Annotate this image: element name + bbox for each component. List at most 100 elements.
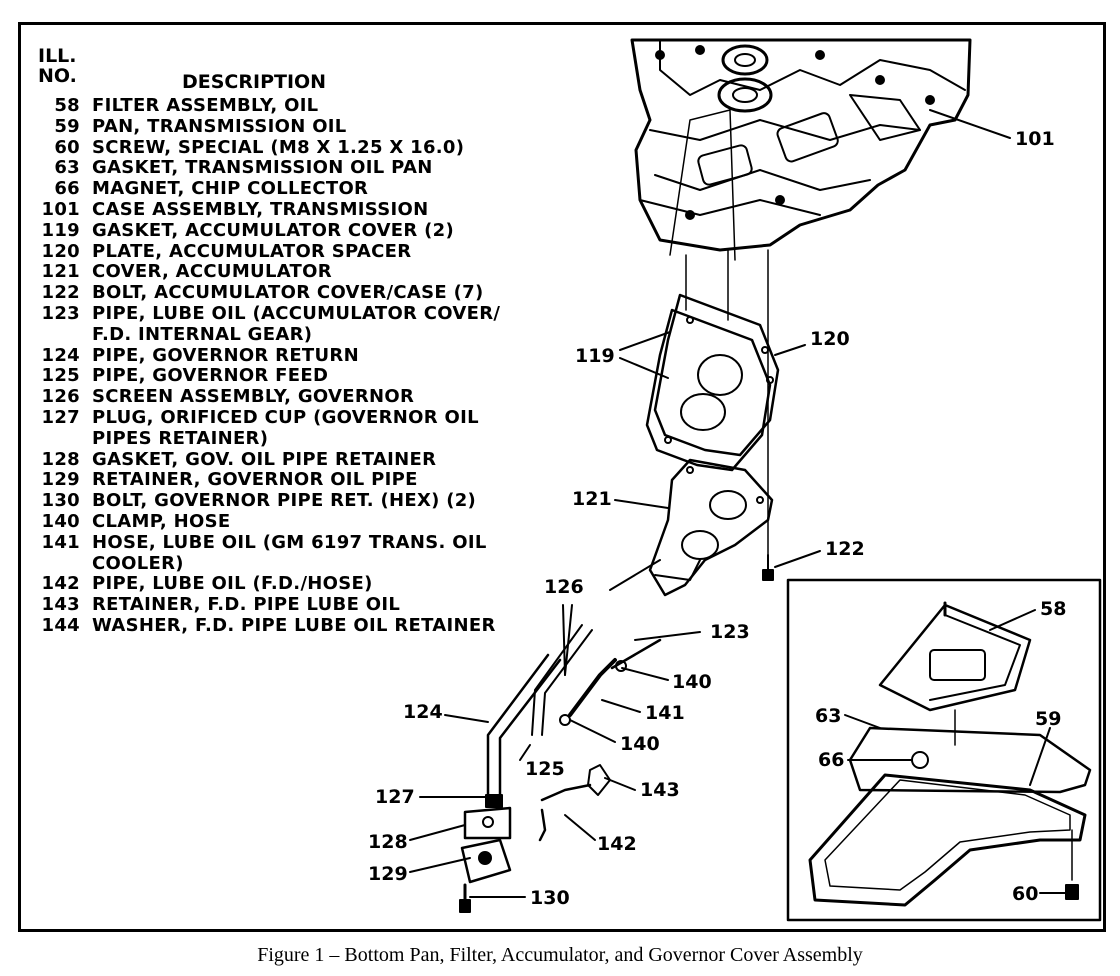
legend-item: 101 CASE ASSEMBLY, TRANSMISSION (38, 198, 538, 221)
legend-item-description: PIPE, LUBE OIL (ACCUMULATOR COVER/ (92, 302, 501, 324)
legend-item: 127 PLUG, ORIFICED CUP (GOVERNOR OIL (38, 406, 538, 429)
legend-item-description: CASE ASSEMBLY, TRANSMISSION (92, 198, 429, 220)
legend-item-description: PIPE, LUBE OIL (F.D./HOSE) (92, 573, 373, 595)
header-description: DESCRIPTION (182, 71, 327, 93)
header-no: NO. (38, 65, 77, 87)
legend-header: ILL. NO. DESCRIPTION (38, 46, 538, 96)
legend-item-number: 140 (41, 510, 80, 532)
legend-item-number: 58 (54, 95, 80, 116)
legend-item: 141 HOSE, LUBE OIL (GM 6197 TRANS. OIL (38, 531, 538, 554)
legend-item-description: HOSE, LUBE OIL (GM 6197 TRANS. OIL (92, 531, 487, 553)
callout-58: 58 (1040, 598, 1066, 620)
legend-item-number: 126 (41, 386, 80, 408)
accumulator-cover-drawing (648, 458, 774, 597)
legend-item: 130 BOLT, GOVERNOR PIPE RET. (HEX) (2) (38, 490, 538, 512)
callout-120: 120 (810, 328, 850, 350)
callout-66: 66 (818, 749, 844, 771)
parts-legend: ILL. NO. DESCRIPTION 58 FILTER ASSEMBLY, … (38, 46, 538, 637)
legend-item-description: PIPE, GOVERNOR RETURN (92, 344, 359, 366)
lube-oil-hose-drawing (538, 638, 662, 842)
legend-item-number: 130 (41, 490, 80, 512)
legend-item: 125 PIPE, GOVERNOR FEED (38, 366, 538, 387)
accumulator-gaskets-drawing (645, 293, 780, 472)
callout-121: 121 (572, 488, 612, 510)
legend-item-number: 119 (41, 219, 80, 241)
legend-item-number: 143 (41, 594, 80, 616)
legend-number-header: ILL. NO. (38, 46, 98, 86)
exploded-diagram: 101 119 120 121 122 126 123 140 141 140 … (368, 38, 1102, 922)
legend-item-number: 144 (41, 614, 80, 636)
legend-item-description: PLUG, ORIFICED CUP (GOVERNOR OIL (92, 406, 479, 428)
callout-142: 142 (597, 833, 637, 855)
callout-122: 122 (825, 538, 865, 560)
legend-item: 59 PAN, TRANSMISSION OIL (38, 115, 538, 138)
legend-item-number: 66 (54, 178, 80, 200)
legend-item-description: F.D. INTERNAL GEAR) (92, 323, 313, 345)
legend-item: 122 BOLT, ACCUMULATOR COVER/CASE (7) (38, 282, 538, 304)
legend-item: COOLER) (38, 552, 538, 575)
callout-141: 141 (645, 702, 685, 724)
callout-130: 130 (530, 887, 570, 909)
legend-item-description: BOLT, GOVERNOR PIPE RET. (HEX) (2) (92, 490, 477, 512)
callout-119: 119 (575, 345, 615, 367)
legend-item: 66 MAGNET, CHIP COLLECTOR (38, 178, 538, 200)
callout-143: 143 (640, 779, 680, 801)
figure-caption: Figure 1 – Bottom Pan, Filter, Accumulat… (257, 944, 863, 966)
legend-item-number: 124 (41, 344, 80, 366)
legend-item-number: 123 (41, 302, 80, 324)
bolt-122-drawing (762, 554, 774, 581)
legend-item-description: SCREEN ASSEMBLY, GOVERNOR (92, 386, 415, 408)
callout-123: 123 (710, 621, 750, 643)
callout-140-lower: 140 (620, 733, 660, 755)
legend-item-number: 101 (41, 198, 80, 220)
callout-127: 127 (375, 786, 415, 808)
callout-101: 101 (1015, 128, 1055, 150)
legend-item: 58 FILTER ASSEMBLY, OIL (38, 95, 538, 117)
legend-item-description: PIPES RETAINER) (92, 427, 269, 449)
callout-125: 125 (525, 758, 565, 780)
governor-pipes-drawing (485, 559, 661, 808)
legend-item: 119 GASKET, ACCUMULATOR COVER (2) (38, 219, 538, 242)
callout-63: 63 (815, 705, 841, 727)
legend-item-number: 141 (41, 531, 80, 553)
legend-item-description: GASKET, ACCUMULATOR COVER (2) (92, 219, 454, 241)
legend-rows: 58 FILTER ASSEMBLY, OIL 59 PAN, TRANSMISSIO… (38, 95, 538, 637)
legend-item-number: 63 (54, 157, 80, 179)
legend-item-number: 127 (41, 406, 80, 428)
legend-item: PIPES RETAINER) (38, 427, 538, 450)
legend-item-number: 122 (41, 282, 80, 304)
legend-item-description: PAN, TRANSMISSION OIL (92, 115, 347, 137)
callout-60: 60 (1012, 883, 1038, 905)
legend-item-description: SCREW, SPECIAL (M8 X 1.25 X 16.0) (92, 136, 465, 158)
legend-item-description: COOLER) (92, 552, 184, 574)
figure-border (18, 22, 1106, 932)
governor-retainer-drawing (459, 806, 512, 913)
legend-item: 143 RETAINER, F.D. PIPE LUBE OIL (38, 594, 538, 616)
legend-item-number: 59 (54, 115, 80, 137)
callout-126: 126 (544, 576, 584, 598)
transmission-case-drawing (630, 38, 972, 261)
legend-item-description: BOLT, ACCUMULATOR COVER/CASE (7) (92, 282, 484, 304)
legend-item-number: 120 (41, 240, 80, 262)
legend-item-description: PIPE, GOVERNOR FEED (92, 365, 329, 387)
legend-item-description: RETAINER, GOVERNOR OIL PIPE (92, 469, 418, 491)
callout-129: 129 (368, 863, 408, 885)
legend-item: 124 PIPE, GOVERNOR RETURN (38, 344, 538, 367)
legend-item: F.D. INTERNAL GEAR) (38, 323, 538, 346)
legend-item-description: CLAMP, HOSE (92, 510, 231, 532)
header-ill: ILL. (38, 45, 77, 67)
leader-lines (409, 109, 1066, 898)
callout-128: 128 (368, 831, 408, 853)
legend-item-description: FILTER ASSEMBLY, OIL (92, 95, 319, 116)
legend-item: 140 CLAMP, HOSE (38, 510, 538, 533)
legend-item-number: 60 (54, 136, 80, 158)
legend-item-description: GASKET, GOV. OIL PIPE RETAINER (92, 448, 437, 470)
legend-item-number: 125 (41, 365, 80, 387)
legend-item-description: MAGNET, CHIP COLLECTOR (92, 178, 369, 200)
legend-item-description: RETAINER, F.D. PIPE LUBE OIL (92, 594, 401, 616)
